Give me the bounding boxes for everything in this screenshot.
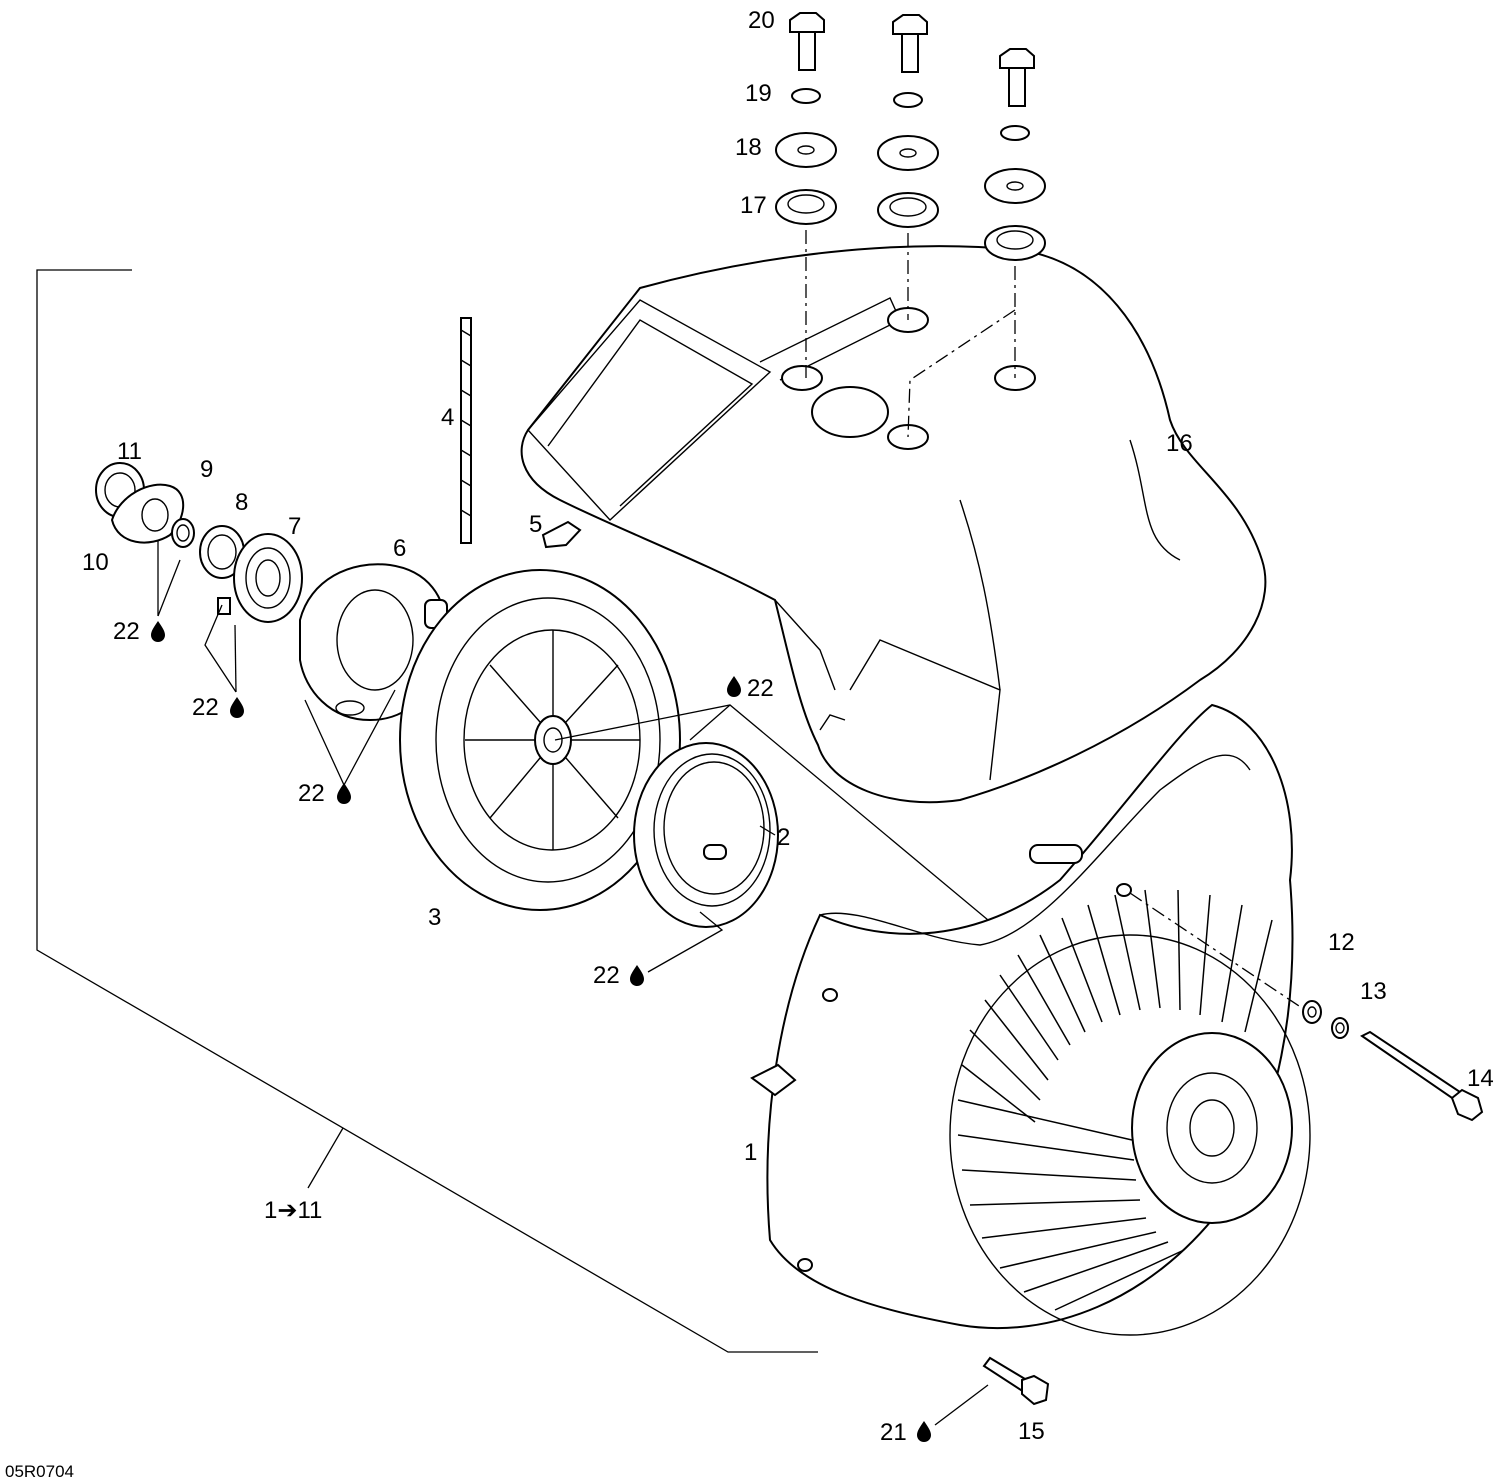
callout-11: 11 (117, 438, 142, 465)
part-2-spring-cassette (633, 742, 779, 928)
bolt-axis-line (1129, 892, 1303, 1009)
part-10-plate (110, 483, 185, 544)
part-15-bolt (982, 1356, 1050, 1406)
leader-lines (157, 540, 989, 1426)
part-8-bushing (199, 525, 245, 579)
group-label: 1➔11 (264, 1197, 322, 1224)
drawing-code: 05R0704 (5, 1462, 74, 1481)
callout-22-c: 22 (298, 780, 325, 807)
callout-16: 16 (1166, 430, 1193, 457)
drop-icon (230, 697, 244, 718)
callout-2: 2 (777, 824, 790, 851)
drop-icon (917, 1421, 931, 1442)
bolt-stack-left (775, 12, 837, 378)
callout-13: 13 (1360, 978, 1387, 1005)
callout-17: 17 (740, 192, 767, 219)
callout-15: 15 (1018, 1418, 1045, 1445)
callout-22-b: 22 (192, 694, 219, 721)
group-bracket (36, 269, 818, 1353)
callout-4: 4 (441, 404, 454, 431)
callout-6: 6 (393, 535, 406, 562)
callout-7: 7 (288, 513, 301, 540)
drop-icon (727, 676, 741, 697)
callout-9: 9 (200, 456, 213, 483)
callout-21: 21 (880, 1419, 907, 1446)
callout-19: 19 (745, 80, 772, 107)
drop-icon (337, 783, 351, 804)
callout-22-a: 22 (113, 618, 140, 645)
part-14-bolt (1360, 1030, 1484, 1122)
callout-8: 8 (235, 489, 248, 516)
part-13-washer (1331, 1017, 1349, 1039)
callout-18: 18 (735, 134, 762, 161)
bolt-stack-right (907, 48, 1046, 438)
callout-labels: 1 2 3 4 5 6 7 8 9 10 11 12 13 14 15 16 1… (5, 7, 1494, 1481)
part-9-washer (171, 518, 195, 548)
callout-10: 10 (82, 549, 109, 576)
drop-icon (151, 621, 165, 642)
part-5-pawl (541, 520, 582, 549)
callout-14: 14 (1467, 1065, 1494, 1092)
part-3-pulley (399, 569, 681, 911)
part-16-shroud (520, 245, 1267, 804)
part-12-washer (1302, 1000, 1322, 1024)
callout-5: 5 (529, 511, 542, 538)
callout-22-d: 22 (747, 675, 774, 702)
callout-3: 3 (428, 904, 441, 931)
drop-icon (630, 965, 644, 986)
callout-12: 12 (1328, 929, 1355, 956)
part-1-starter-housing (750, 703, 1311, 1336)
part-4-rope (460, 317, 472, 544)
callout-22-e: 22 (593, 962, 620, 989)
callout-1: 1 (744, 1139, 757, 1166)
part-7-spring (217, 533, 303, 623)
callout-20: 20 (748, 7, 775, 34)
bolt-stack-middle (877, 14, 939, 320)
